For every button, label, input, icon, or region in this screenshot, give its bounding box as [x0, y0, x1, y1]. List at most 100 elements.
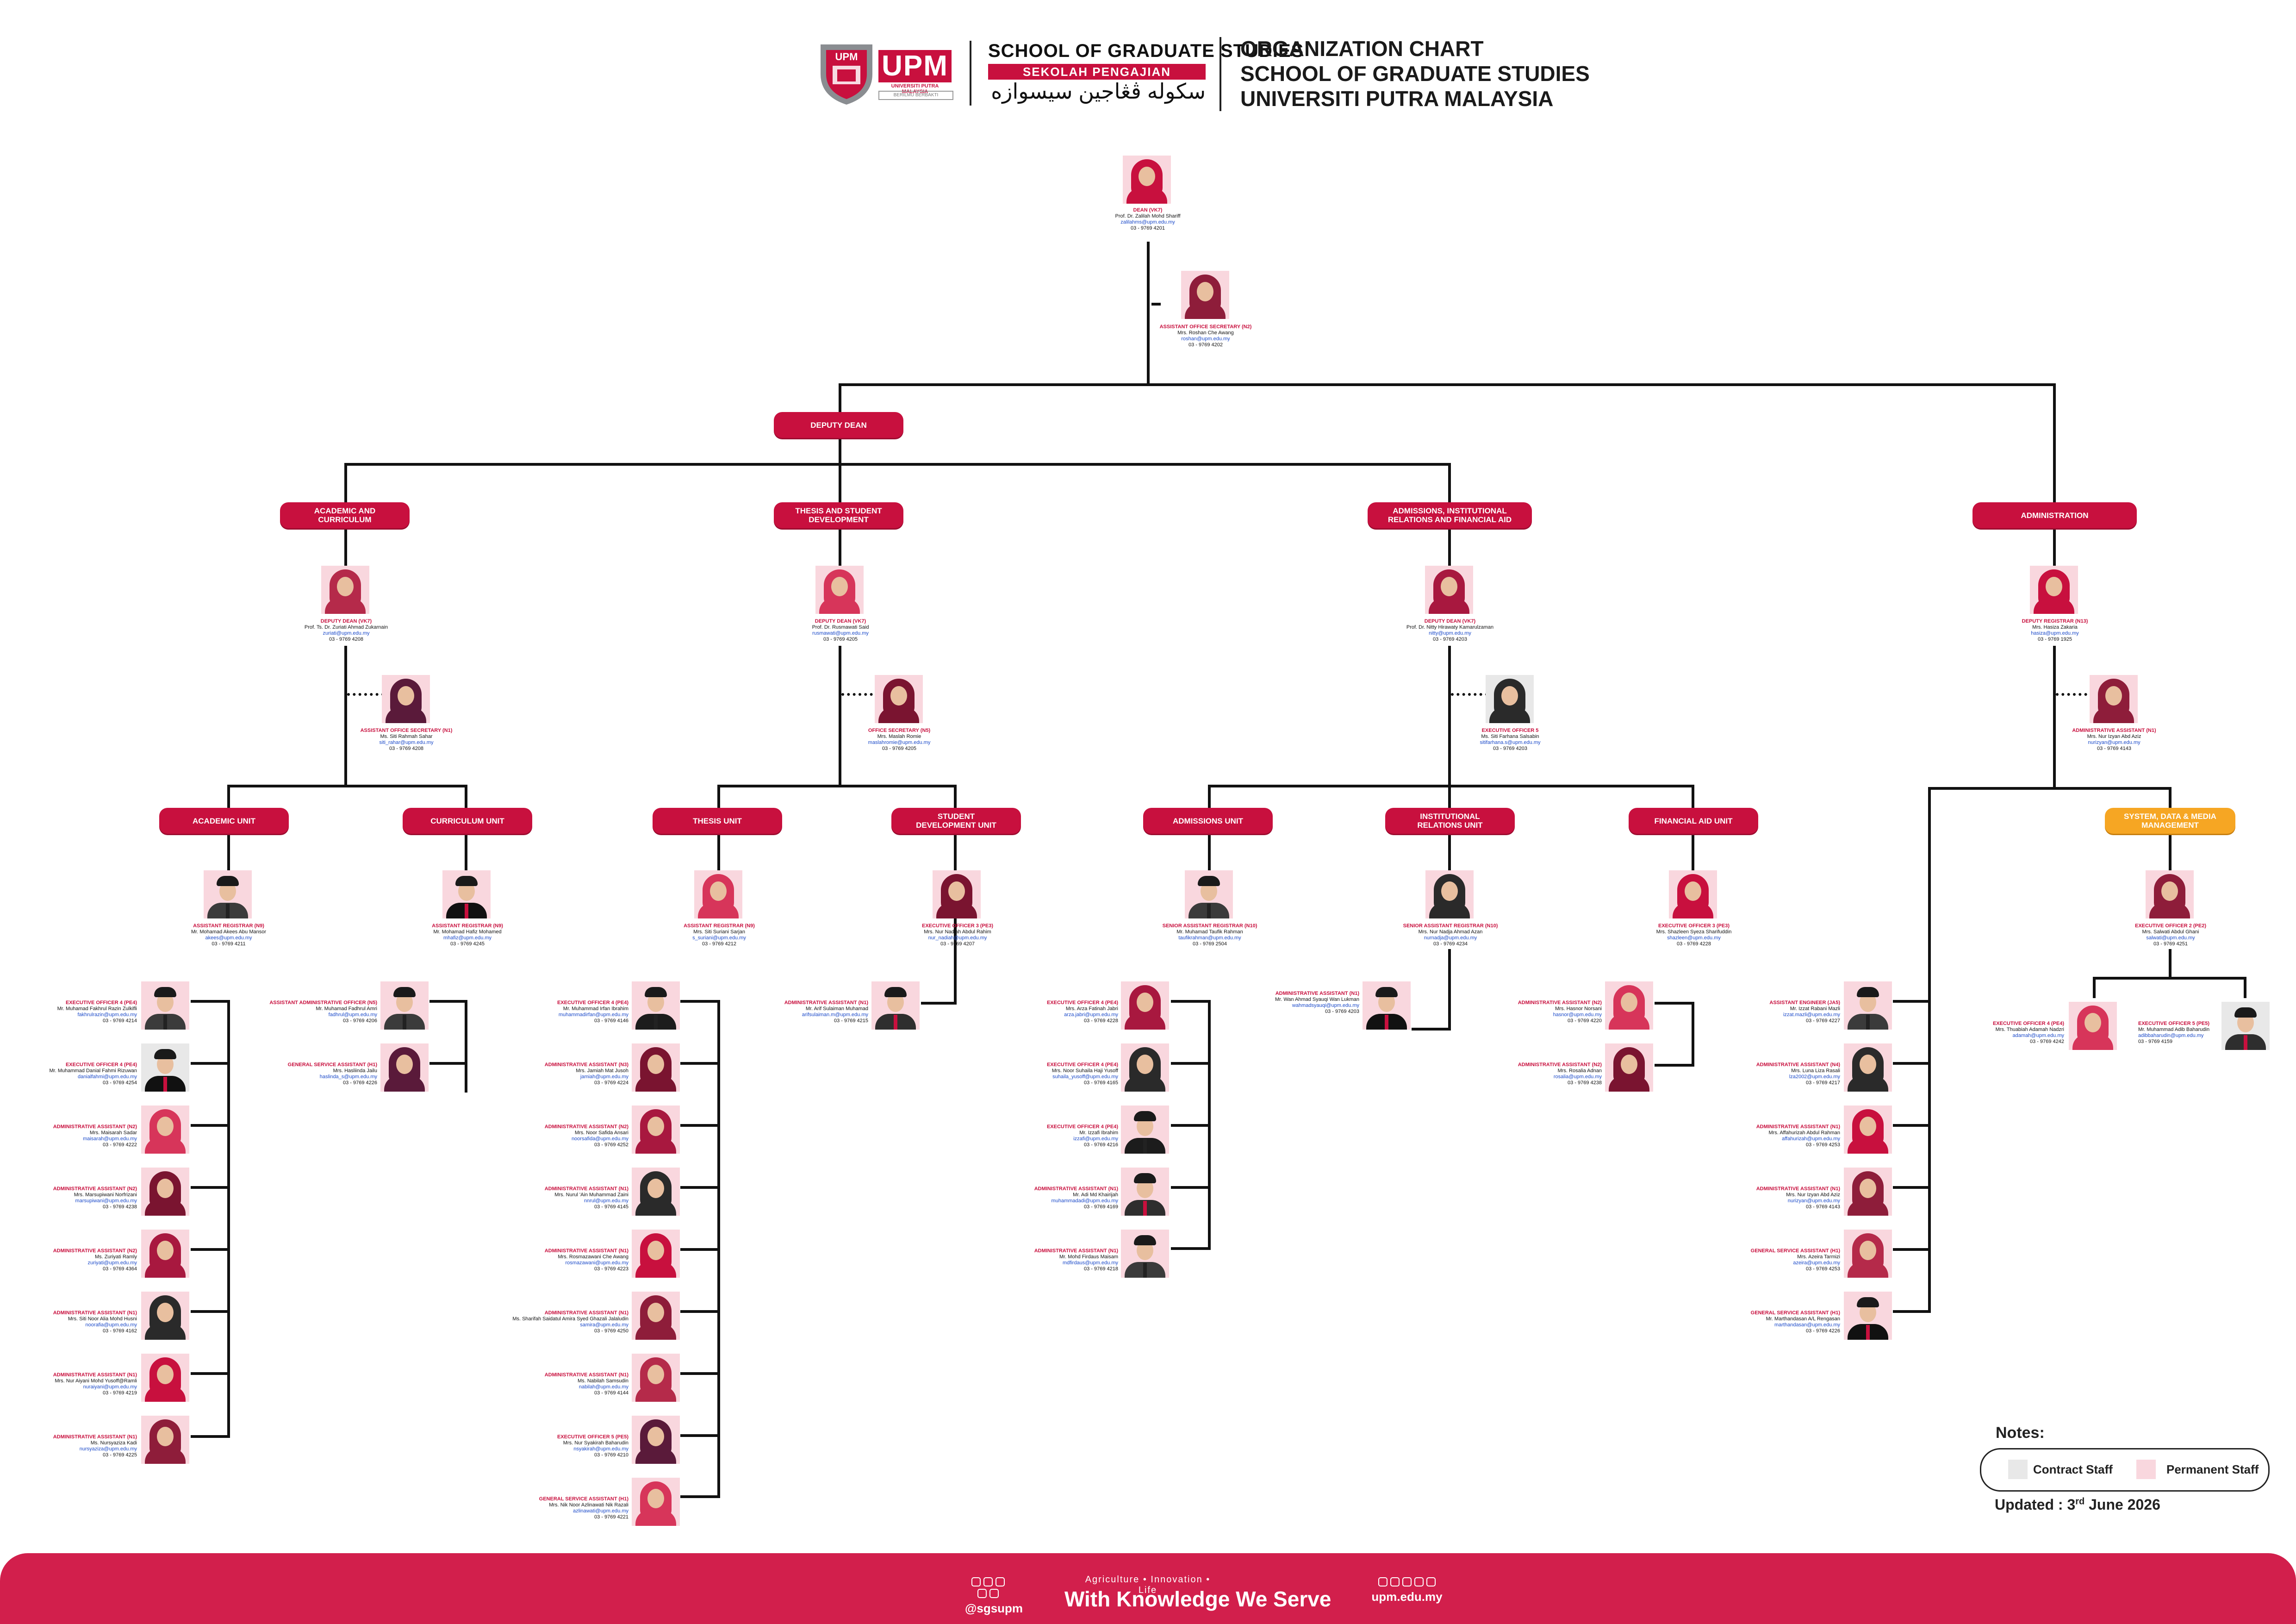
- website-link[interactable]: upm.edu.my: [1371, 1590, 1443, 1604]
- staff-email[interactable]: izzat.mazli@upm.edu.my: [1783, 1012, 1840, 1018]
- staff-photo: [632, 1230, 680, 1278]
- staff-email[interactable]: rosalia@upm.edu.my: [1553, 1074, 1602, 1080]
- connector-line: [680, 1186, 720, 1189]
- staff-email[interactable]: marthandasan@upm.edu.my: [1774, 1322, 1840, 1328]
- staff-role: EXECUTIVE OFFICER 5 (PE5): [557, 1434, 628, 1440]
- staff-email[interactable]: azlinawati@upm.edu.my: [573, 1508, 628, 1514]
- staff-name: Mr. Mohd Firdaus Maisam: [1059, 1254, 1118, 1260]
- staff-photo: [1605, 981, 1653, 1030]
- staff-info: ADMINISTRATIVE ASSISTANT (N1) Mrs. Rosma…: [481, 1248, 628, 1272]
- tiktok-icon: [1414, 1577, 1424, 1587]
- staff-email[interactable]: hasiza@upm.edu.my: [2031, 631, 2079, 636]
- header-divider-2: [1220, 37, 1221, 111]
- staff-email[interactable]: nsyakirah@upm.edu.my: [573, 1446, 628, 1452]
- staff-email[interactable]: muhammadadi@upm.edu.my: [1051, 1198, 1118, 1204]
- staff-email[interactable]: noorafia@upm.edu.my: [85, 1322, 137, 1328]
- staff-email[interactable]: s_suriani@upm.edu.my: [692, 935, 746, 941]
- dotted-connector: [2056, 693, 2093, 696]
- staff-email[interactable]: mdfirdaus@upm.edu.my: [1063, 1260, 1118, 1266]
- staff-role: ADMINISTRATIVE ASSISTANT (N1): [1034, 1248, 1118, 1254]
- staff-info: ASSISTANT REGISTRAR (N9) Mr. Mohamad Haf…: [398, 923, 537, 947]
- staff-email[interactable]: haslinda_s@upm.edu.my: [319, 1074, 377, 1080]
- unit-student-development: STUDENT DEVELOPMENT UNIT: [891, 808, 1021, 834]
- staff-info: GENERAL SERVICE ASSISTANT (H1) Mr. Marth…: [1717, 1310, 1840, 1334]
- staff-info: ADMINISTRATIVE ASSISTANT (N1) Mrs. Affah…: [1717, 1124, 1840, 1148]
- staff-email[interactable]: samira@upm.edu.my: [580, 1322, 628, 1328]
- staff-email[interactable]: rusmawati@upm.edu.my: [812, 631, 869, 636]
- staff-email[interactable]: lza2002@upm.edu.my: [1789, 1074, 1840, 1080]
- staff-email[interactable]: marsupiwani@upm.edu.my: [75, 1198, 137, 1204]
- connector-line: [1448, 834, 1451, 885]
- staff-email[interactable]: zuriyati@upm.edu.my: [87, 1260, 137, 1266]
- staff-email[interactable]: salwati@upm.edu.my: [2146, 935, 2195, 941]
- staff-phone: 03 - 9769 4208: [389, 746, 423, 751]
- staff-email[interactable]: nurizyan@upm.edu.my: [2088, 740, 2140, 745]
- staff-info: ADMINISTRATIVE ASSISTANT (N1) Mr. Adi Md…: [993, 1186, 1118, 1210]
- staff-email[interactable]: fakhrulrazin@upm.edu.my: [77, 1012, 137, 1018]
- unit-curriculum: CURRICULUM UNIT: [403, 808, 532, 834]
- staff-email[interactable]: noorsafida@upm.edu.my: [571, 1136, 628, 1142]
- staff-name: Mrs. Hasiza Zakaria: [2032, 625, 2078, 630]
- staff-info: GENERAL SERVICE ASSISTANT (H1) Mrs. Hasl…: [255, 1062, 377, 1086]
- staff-email[interactable]: izzafi@upm.edu.my: [1073, 1136, 1118, 1142]
- connector-line: [1893, 1124, 1931, 1127]
- staff-role: GENERAL SERVICE ASSISTANT (H1): [287, 1062, 377, 1068]
- staff-email[interactable]: zuriati@upm.edu.my: [323, 631, 370, 636]
- social-handle-left[interactable]: @sgsupm: [965, 1601, 1023, 1615]
- staff-email[interactable]: muhammadirfan@upm.edu.my: [558, 1012, 628, 1018]
- staff-email[interactable]: nitty@upm.edu.my: [1429, 631, 1471, 636]
- staff-email[interactable]: nnrul@upm.edu.my: [584, 1198, 628, 1204]
- staff-name: Mrs. Nurul 'Ain Muhammad Zaini: [554, 1192, 628, 1198]
- staff-email[interactable]: jamiah@upm.edu.my: [580, 1074, 628, 1080]
- staff-email[interactable]: wahmadsyauqi@upm.edu.my: [1292, 1003, 1359, 1008]
- staff-email[interactable]: nurizyan@upm.edu.my: [1787, 1198, 1840, 1204]
- staff-email[interactable]: akees@upm.edu.my: [205, 935, 252, 941]
- staff-email[interactable]: siti_rahar@upm.edu.my: [379, 740, 434, 745]
- connector-line: [1655, 1002, 1694, 1005]
- staff-role: ADMINISTRATIVE ASSISTANT (N1): [53, 1434, 137, 1440]
- connector-line: [2053, 383, 2056, 502]
- staff-email[interactable]: nuraiyani@upm.edu.my: [83, 1384, 137, 1390]
- staff-role: EXECUTIVE OFFICER 4 (PE4): [1046, 1124, 1118, 1130]
- staff-email[interactable]: maisarah@upm.edu.my: [83, 1136, 137, 1142]
- staff-email[interactable]: affahurizah@upm.edu.my: [1782, 1136, 1840, 1142]
- staff-email[interactable]: rosmazawani@upm.edu.my: [565, 1260, 629, 1266]
- staff-email[interactable]: suhaila_yusoff@upm.edu.my: [1052, 1074, 1118, 1080]
- staff-name: Mrs. Azeira Tarmizi: [1797, 1254, 1840, 1260]
- staff-info: ADMINISTRATIVE ASSISTANT (N1) Mr. Arif S…: [740, 1000, 868, 1024]
- staff-phone: 03 - 9769 4205: [823, 637, 858, 642]
- staff-photo: [1121, 1230, 1169, 1278]
- staff-email[interactable]: maslahromie@upm.edu.my: [868, 740, 931, 745]
- staff-email[interactable]: danialfahmi@upm.edu.my: [78, 1074, 137, 1080]
- staff-email[interactable]: adamah@upm.edu.my: [2012, 1033, 2064, 1038]
- connector-line: [344, 528, 347, 569]
- staff-email[interactable]: arifsulaiman.m@upm.edu.my: [802, 1012, 868, 1018]
- staff-email[interactable]: hasnor@upm.edu.my: [1553, 1012, 1602, 1018]
- staff-photo: [1844, 1230, 1892, 1278]
- permanent-label: Permanent Staff: [2166, 1462, 2259, 1476]
- staff-email[interactable]: fadhrul@upm.edu.my: [328, 1012, 377, 1018]
- staff-email[interactable]: roshan@upm.edu.my: [1181, 336, 1230, 342]
- staff-email[interactable]: nabilah@upm.edu.my: [579, 1384, 628, 1390]
- staff-email[interactable]: adibbaharudin@upm.edu.my: [2138, 1033, 2204, 1038]
- staff-email[interactable]: mhafiz@upm.edu.my: [443, 935, 492, 941]
- staff-email[interactable]: arza.jabri@upm.edu.my: [1064, 1012, 1118, 1018]
- staff-email[interactable]: nursyaziza@upm.edu.my: [79, 1446, 137, 1452]
- staff-email[interactable]: taufikrahman@upm.edu.my: [1178, 935, 1241, 941]
- x-icon: [1426, 1577, 1436, 1587]
- staff-name: Mr. Muhamad Fadhrul Amri: [316, 1006, 377, 1012]
- staff-email[interactable]: sitifarhana.s@upm.edu.my: [1480, 740, 1541, 745]
- staff-role: ADMINISTRATIVE ASSISTANT (N1): [1275, 991, 1359, 996]
- staff-info: EXECUTIVE OFFICER 4 (PE4) Mrs. Noor Suha…: [993, 1062, 1118, 1086]
- staff-role: ADMINISTRATIVE ASSISTANT (N1): [544, 1372, 628, 1378]
- staff-email[interactable]: nurnadja@upm.edu.my: [1424, 935, 1477, 941]
- staff-email[interactable]: zalilahms@upm.edu.my: [1120, 219, 1175, 225]
- staff-info: ADMINISTRATIVE ASSISTANT (N2) Mrs. Rosal…: [1479, 1062, 1602, 1086]
- staff-email[interactable]: nur_nadiah@upm.edu.my: [928, 935, 987, 941]
- connector-line: [839, 528, 841, 569]
- staff-role: EXECUTIVE OFFICER 3 (PE3): [921, 923, 994, 929]
- connector-line: [227, 1002, 230, 1435]
- staff-email[interactable]: azeira@upm.edu.my: [1793, 1260, 1840, 1266]
- staff-role: ADMINISTRATIVE ASSISTANT (N2): [544, 1124, 628, 1130]
- staff-email[interactable]: shazleen@upm.edu.my: [1667, 935, 1721, 941]
